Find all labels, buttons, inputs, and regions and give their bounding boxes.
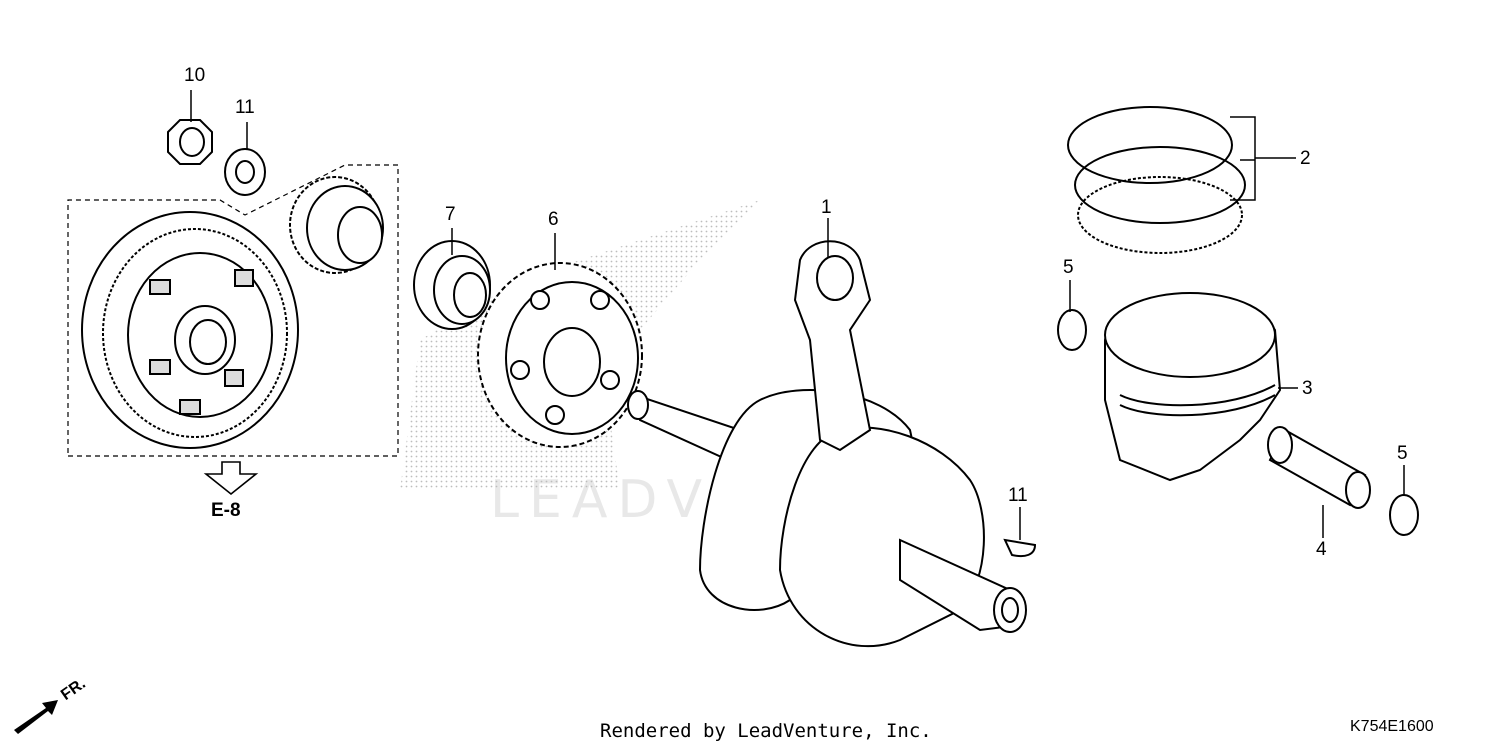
circlip-part-5-upper [1057, 309, 1087, 351]
piston-ring-set-part-2 [1067, 106, 1246, 254]
circlip-part-5-lower [1389, 494, 1419, 536]
callout-1: 1 [821, 197, 832, 218]
nut-part-9 [167, 119, 213, 165]
callout-5-upper: 5 [1063, 257, 1074, 278]
piston-part-3 [1104, 292, 1282, 482]
callout-6: 6 [548, 209, 559, 230]
starter-clutch-gear [81, 211, 299, 449]
footer-credit: Rendered by LeadVenture, Inc. [600, 720, 932, 742]
woodruff-key-part-11 [1003, 538, 1037, 558]
reference-e8-label[interactable]: E-8 [211, 500, 241, 521]
front-direction-arrow [14, 700, 58, 734]
leader-lines [190, 90, 1405, 540]
washer-part-10 [224, 148, 266, 196]
callout-2: 2 [1300, 148, 1311, 169]
callout-5-lower: 5 [1397, 443, 1408, 464]
starter-clutch-group-outline [67, 164, 399, 457]
piston-pin-part-4 [1267, 426, 1371, 509]
crankshaft-part-1 [627, 240, 1027, 648]
callout-11: 11 [1008, 485, 1028, 506]
primary-drive-gear-part-6 [477, 262, 643, 448]
callout-9: 10 [184, 65, 206, 86]
callout-3: 3 [1302, 378, 1313, 399]
reference-arrow-e8 [203, 461, 259, 496]
callout-4: 4 [1316, 539, 1327, 560]
diagram-code: K754E1600 [1350, 718, 1434, 735]
callout-10: 11 [235, 97, 255, 118]
starter-idle-gear [289, 176, 384, 274]
callout-7: 7 [445, 204, 456, 225]
